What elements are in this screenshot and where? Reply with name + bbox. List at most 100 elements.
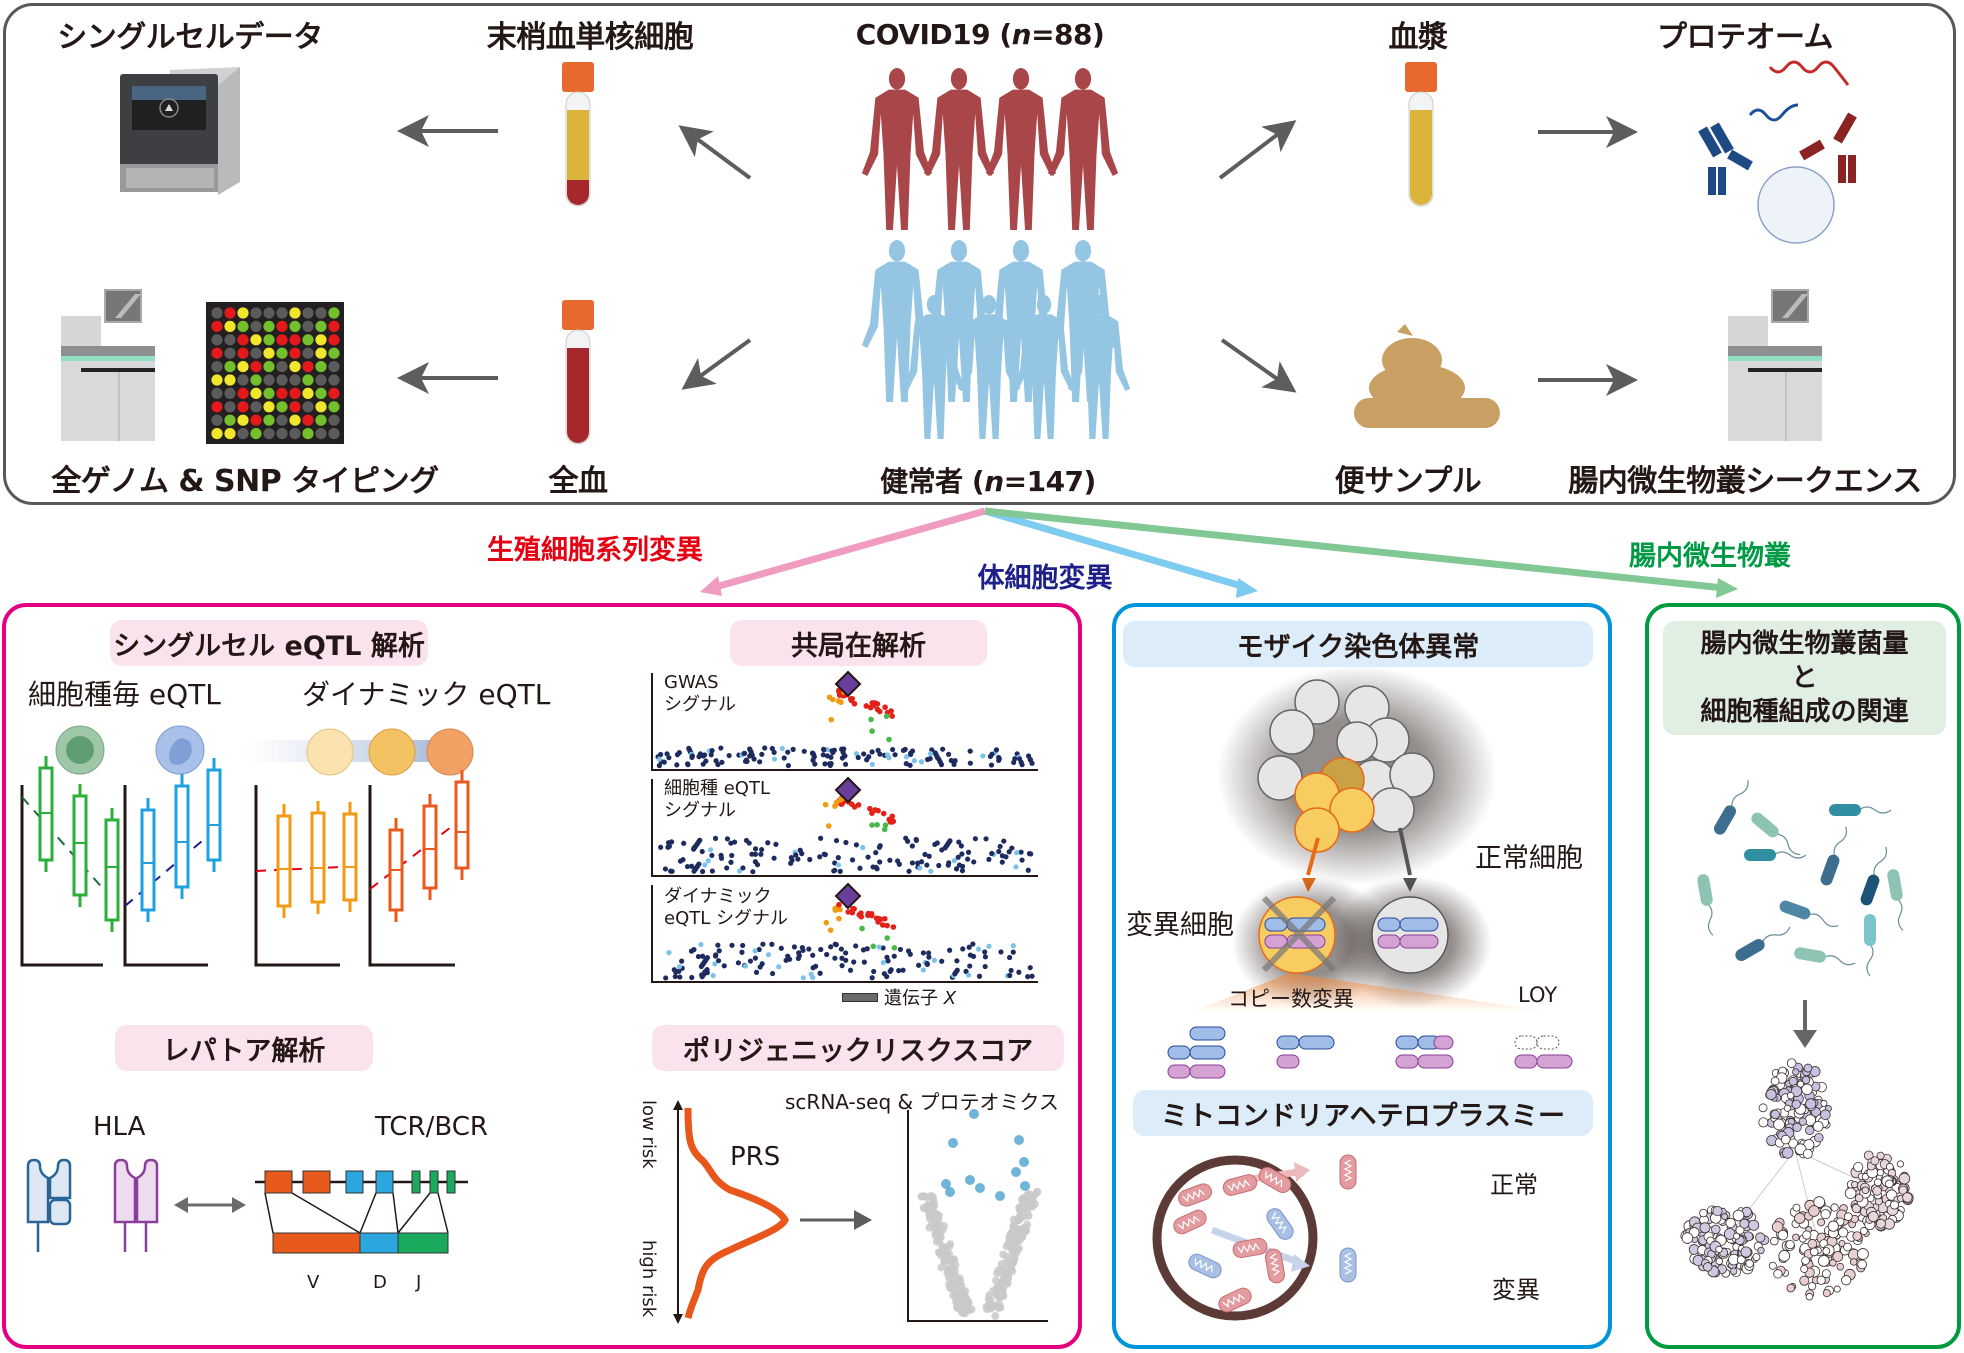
volcano-point: [949, 1255, 958, 1264]
mitochondrion-icon: [1173, 1209, 1207, 1235]
coloc-title: 共局在解析: [730, 620, 987, 666]
snp-point: [810, 974, 816, 981]
network-node: [1844, 1187, 1857, 1200]
snp-point: [689, 974, 695, 981]
snp-dot: [224, 401, 236, 413]
snp-dot: [302, 401, 314, 413]
snp-point: [1007, 954, 1013, 961]
network-node: [1889, 1200, 1899, 1210]
snp-dot: [328, 414, 340, 426]
snp-point: [740, 865, 746, 871]
snp-point: [903, 754, 910, 760]
snp-dot: [289, 347, 301, 359]
network-node: [1765, 1089, 1777, 1100]
snp-point: [948, 757, 954, 764]
network-node: [1780, 1134, 1791, 1145]
microbiome-category-label: 腸内微生物叢: [1629, 541, 1791, 572]
snp-dot: [237, 320, 249, 332]
network-node: [1861, 1186, 1870, 1195]
v-segment-label: V: [307, 1272, 320, 1293]
snp-point: [702, 862, 708, 868]
eqtl-boxplot: [174, 774, 190, 899]
lead-snp-point: [872, 807, 879, 813]
gene-x-label: 遺伝子 X: [884, 984, 956, 1010]
snp-point: [989, 751, 995, 757]
significant-point: [975, 1183, 985, 1193]
person-silhouette: [861, 68, 933, 230]
snp-point: [757, 759, 763, 765]
snp-point: [880, 945, 886, 951]
snp-point: [967, 952, 973, 958]
eqtl-boxplots: [20, 725, 474, 967]
snp-point: [698, 941, 704, 948]
snp-point: [916, 962, 922, 968]
snp-point: [779, 745, 785, 752]
cell-icon-orange: [426, 728, 474, 776]
lead-variant-diamond: [834, 776, 862, 804]
snp-point: [918, 859, 925, 865]
hla-class2-icon: [113, 1158, 159, 1252]
mitochondria-diagram: [1152, 1154, 1357, 1321]
snp-point: [689, 863, 695, 869]
volcano-point: [994, 1266, 1003, 1275]
snp-dot: [224, 320, 236, 332]
ld-snp-point: [891, 945, 898, 951]
volcano-point: [1015, 1205, 1024, 1214]
person-silhouette: [861, 240, 933, 402]
significant-point: [1011, 1167, 1021, 1177]
snp-point: [739, 949, 745, 955]
network-node: [1875, 1218, 1886, 1229]
colocalization-plots: [651, 670, 1038, 983]
network-node: [1699, 1208, 1708, 1218]
snp-dot: [250, 334, 262, 346]
hla-label: HLA: [93, 1112, 146, 1142]
network-node: [1758, 1117, 1769, 1128]
volcano-point: [957, 1281, 966, 1290]
lead-snp-point: [875, 915, 882, 922]
snp-point: [986, 943, 992, 949]
network-node: [1802, 1230, 1812, 1240]
snp-point: [924, 862, 930, 868]
cell-nucleus-green: [66, 736, 94, 764]
snp-dot: [302, 334, 314, 346]
mosaic-cell-diagram: [1167, 665, 1573, 1079]
snp-point: [785, 953, 791, 959]
snp-point: [708, 752, 714, 758]
snp-point: [857, 865, 863, 871]
snp-dot: [237, 334, 249, 346]
coloc-track-axes: [651, 673, 1038, 771]
snp-point: [851, 959, 857, 965]
snp-point: [907, 762, 913, 768]
snp-dot: [289, 361, 301, 373]
somatic-arrow: [984, 507, 1246, 591]
snp-point: [869, 761, 875, 768]
network-node: [1885, 1179, 1894, 1189]
network-node: [1792, 1068, 1800, 1076]
healthy-people-icon: [861, 240, 1131, 439]
network-node: [1773, 1269, 1783, 1279]
snp-point: [896, 968, 902, 974]
eqtl-boxplot: [310, 801, 326, 914]
network-node: [1822, 1247, 1831, 1255]
snp-point: [750, 869, 756, 875]
snp-point: [1010, 949, 1016, 955]
volcano-point: [1006, 1261, 1015, 1270]
arrow-covid-to-plasma: [1218, 120, 1297, 180]
vdj-gene-segments: [255, 1170, 468, 1254]
snp-dot: [328, 347, 340, 359]
coloc-track-axes: [651, 779, 1038, 877]
snp-dot: [211, 387, 223, 399]
lead-snp-point: [863, 703, 870, 709]
network-node: [1711, 1224, 1721, 1235]
snp-dot: [328, 307, 340, 319]
snp-dot: [302, 414, 314, 426]
snp-point: [976, 973, 983, 979]
snp-point: [864, 757, 870, 763]
network-node: [1712, 1205, 1723, 1217]
network-node: [1829, 1259, 1837, 1267]
network-node: [1853, 1161, 1864, 1173]
snp-point: [871, 968, 877, 975]
snp-point: [771, 749, 777, 755]
